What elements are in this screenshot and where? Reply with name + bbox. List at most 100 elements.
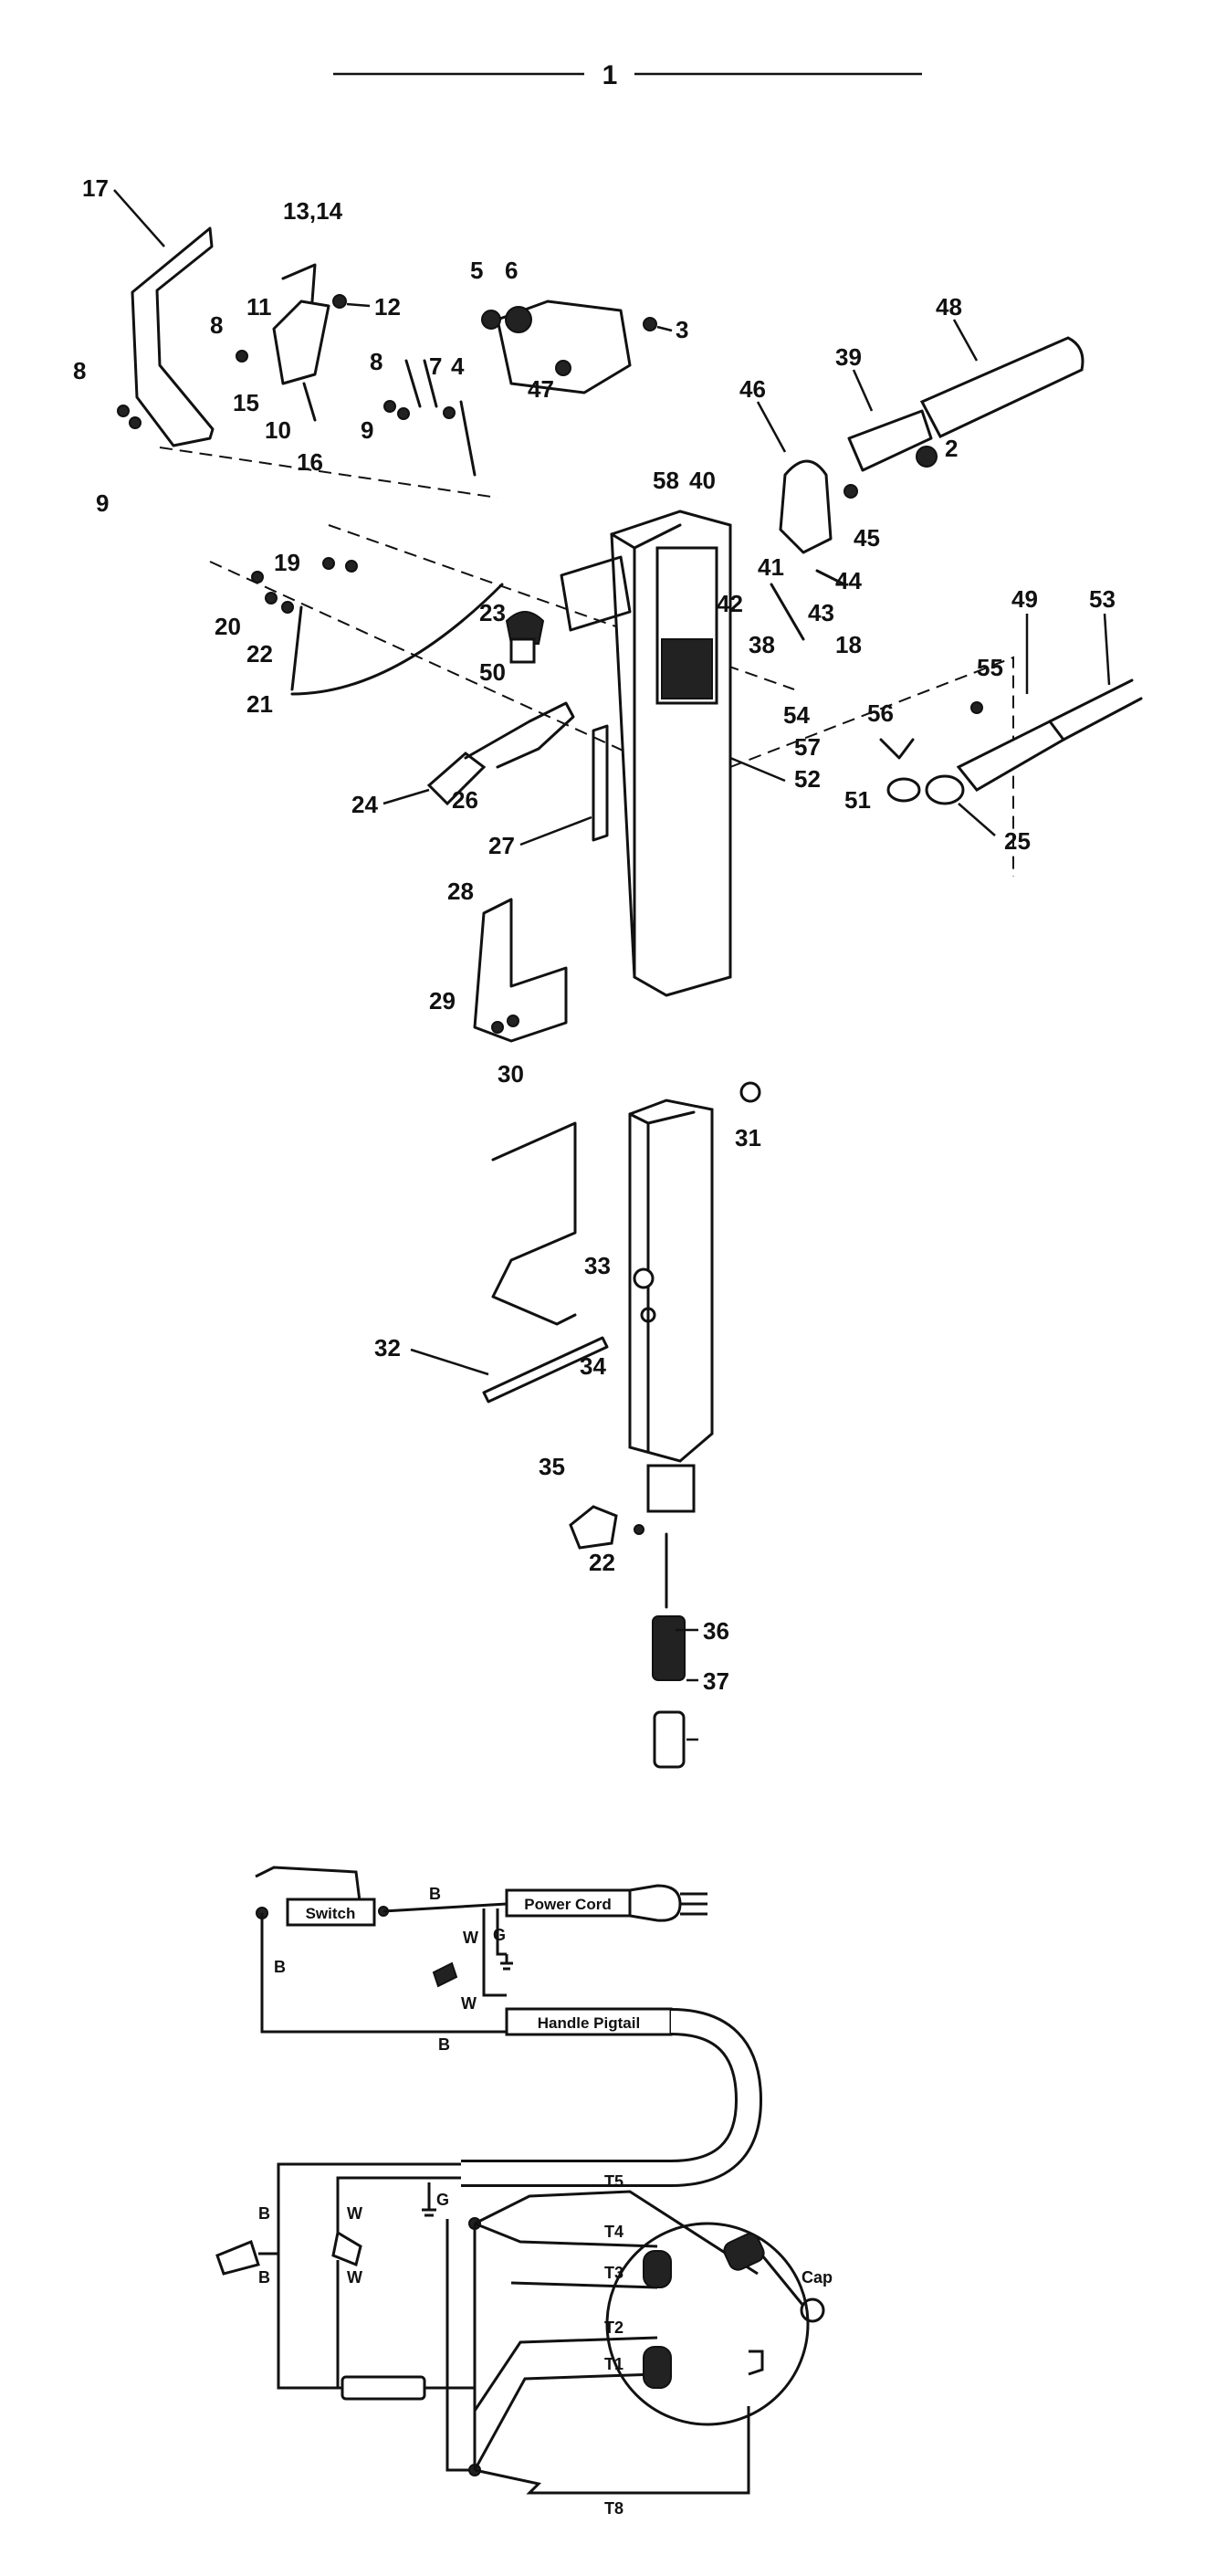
- callout-54: 56: [867, 699, 894, 727]
- screw-18b: [322, 557, 335, 570]
- callout-9-b: 9: [361, 416, 373, 444]
- main-column-edges: [610, 523, 682, 979]
- winding-lower: [643, 2346, 672, 2389]
- screw-8-mid: [383, 400, 396, 413]
- switch-label: Switch: [306, 1905, 356, 1922]
- leader-33: [410, 1348, 489, 1376]
- nameplate-grille: [661, 638, 713, 699]
- yoke-screw: [844, 484, 858, 499]
- screw-28: [491, 1021, 504, 1034]
- callout-56: 57: [794, 733, 821, 761]
- callout-29: 30: [498, 1060, 524, 1088]
- motor-lead-sleeve: [341, 2375, 426, 2401]
- assembly-line-c: [209, 561, 640, 759]
- callout-53: 55: [977, 654, 1003, 681]
- shaft-22: [290, 605, 303, 691]
- callout-22-a: 21: [246, 690, 273, 718]
- callout-23: 50: [479, 658, 506, 686]
- ground-symbol-upper: [500, 1954, 513, 1971]
- callout-15: 15: [233, 389, 259, 416]
- screw-12: [332, 294, 347, 309]
- callout-17: 17: [82, 174, 109, 202]
- motor-end-cap: [496, 300, 632, 394]
- callout-38: 18: [835, 631, 862, 658]
- wiring-diagram: Switch B Power Cord W G W B B Handle Pig…: [215, 1866, 833, 2518]
- callout-31: 33: [584, 1252, 611, 1279]
- clip-21: [505, 611, 545, 645]
- capacitor-label: Cap: [802, 2268, 833, 2287]
- terminal-bolt-7: [459, 400, 477, 477]
- wire-w-to-motor: [336, 2260, 342, 2390]
- cord-clamp-54: [879, 738, 915, 760]
- switch-housing: [272, 300, 330, 385]
- callout-7: 4: [451, 352, 465, 380]
- callout-42: 43: [808, 599, 834, 626]
- winding-upper: [643, 2250, 672, 2288]
- screw-8-far: [117, 405, 130, 417]
- bolt-34: [569, 1505, 618, 1550]
- callout-10: 10: [265, 416, 291, 444]
- callout-24: 26: [452, 786, 478, 814]
- power-plug: [628, 1884, 682, 1922]
- callout-22-b: 36: [703, 1617, 729, 1645]
- callout-8-a: 8: [210, 311, 223, 339]
- callout-4: 47: [528, 375, 554, 403]
- leader-12: [346, 302, 371, 308]
- power-cord-label: Power Cord: [524, 1896, 611, 1913]
- leader-51: [958, 803, 996, 836]
- wire-nut-left: [215, 2240, 260, 2276]
- callout-50: 49: [1011, 585, 1038, 613]
- bracket-23: [509, 637, 536, 664]
- bracket-27: [473, 898, 568, 1043]
- mounting-bracket-plate: [131, 226, 215, 447]
- wire-code-b-top: B: [429, 1885, 441, 1903]
- leader-39: [756, 401, 787, 453]
- callout-39: 46: [739, 375, 766, 403]
- callout-2: 58: [653, 467, 679, 494]
- leader-17: [113, 189, 165, 247]
- leader-26: [519, 815, 592, 846]
- callout-27: 28: [447, 878, 474, 905]
- wire-code-w-2: W: [461, 1994, 477, 2013]
- terminal-strip: [404, 359, 438, 408]
- latch-parts-40-45: [770, 569, 846, 641]
- callout-34: 35: [539, 1453, 565, 1480]
- handle-tube: [847, 409, 933, 472]
- callout-16: 16: [297, 448, 323, 476]
- callout-40: 45: [854, 524, 880, 552]
- switch-lead: [302, 382, 317, 422]
- capacitor-symbol: [800, 2297, 825, 2323]
- terminal-t8: T8: [604, 2499, 623, 2518]
- assembly-line-a: [159, 447, 498, 499]
- motor-circle: [605, 2222, 810, 2426]
- callout-5: 5: [470, 257, 483, 284]
- callout-28: 29: [429, 987, 456, 1015]
- callout-8-d: 7: [429, 352, 442, 380]
- wire-w-lower: [336, 2176, 461, 2233]
- nut-46: [916, 446, 938, 468]
- callout-44: 42: [717, 590, 743, 617]
- lever-grip-25: [426, 752, 487, 806]
- callout-25: 24: [351, 791, 378, 818]
- callout-46: 2: [945, 435, 958, 462]
- washer-29: [507, 1015, 519, 1027]
- callout-30: 31: [735, 1124, 761, 1151]
- lever-arm-24: [464, 701, 575, 769]
- wire-code-b-lower-2: B: [258, 2268, 270, 2287]
- callout-8-c: 8: [370, 348, 382, 375]
- wire-b-lower: [277, 2162, 461, 2390]
- bracket-shadow: [491, 1121, 577, 1326]
- cap-lead: [760, 2255, 805, 2307]
- plate-26: [592, 724, 609, 842]
- lower-column-assembly: [482, 1081, 761, 1769]
- wire-code-w-1: W: [463, 1929, 478, 1947]
- switch-toggle-wire: [255, 1866, 362, 1909]
- screw-8-left: [236, 350, 248, 363]
- callout-48: 48: [936, 293, 962, 321]
- bushing-51: [925, 774, 965, 805]
- page-header: 1: [333, 60, 922, 90]
- wire-nut-center: [331, 2230, 362, 2267]
- nut-4: [555, 360, 571, 376]
- terminal-t4: T4: [604, 2223, 623, 2241]
- lead-t3: [510, 2281, 658, 2289]
